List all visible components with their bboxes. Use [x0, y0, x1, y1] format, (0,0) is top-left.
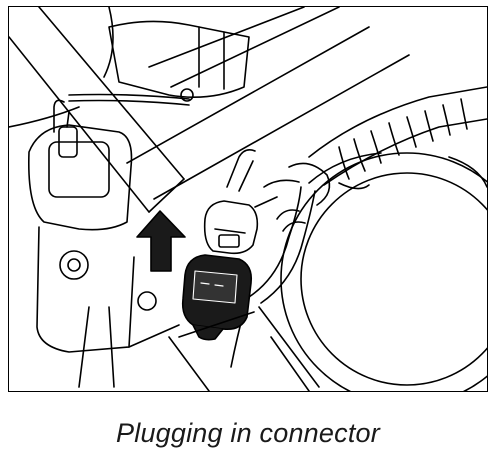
round-housing: [280, 152, 487, 391]
socket-connector: [203, 149, 278, 255]
sensor-assembly: [27, 99, 157, 388]
plug-connector: [181, 254, 253, 341]
wiring-harness: [263, 86, 487, 206]
push-direction-arrow-icon: [136, 210, 186, 272]
lower-structure: [128, 311, 310, 391]
plug-cable: [230, 186, 316, 368]
connector-illustration: [8, 6, 488, 392]
figure-caption: Plugging in connector: [116, 418, 380, 448]
upper-bracket: [68, 7, 250, 106]
